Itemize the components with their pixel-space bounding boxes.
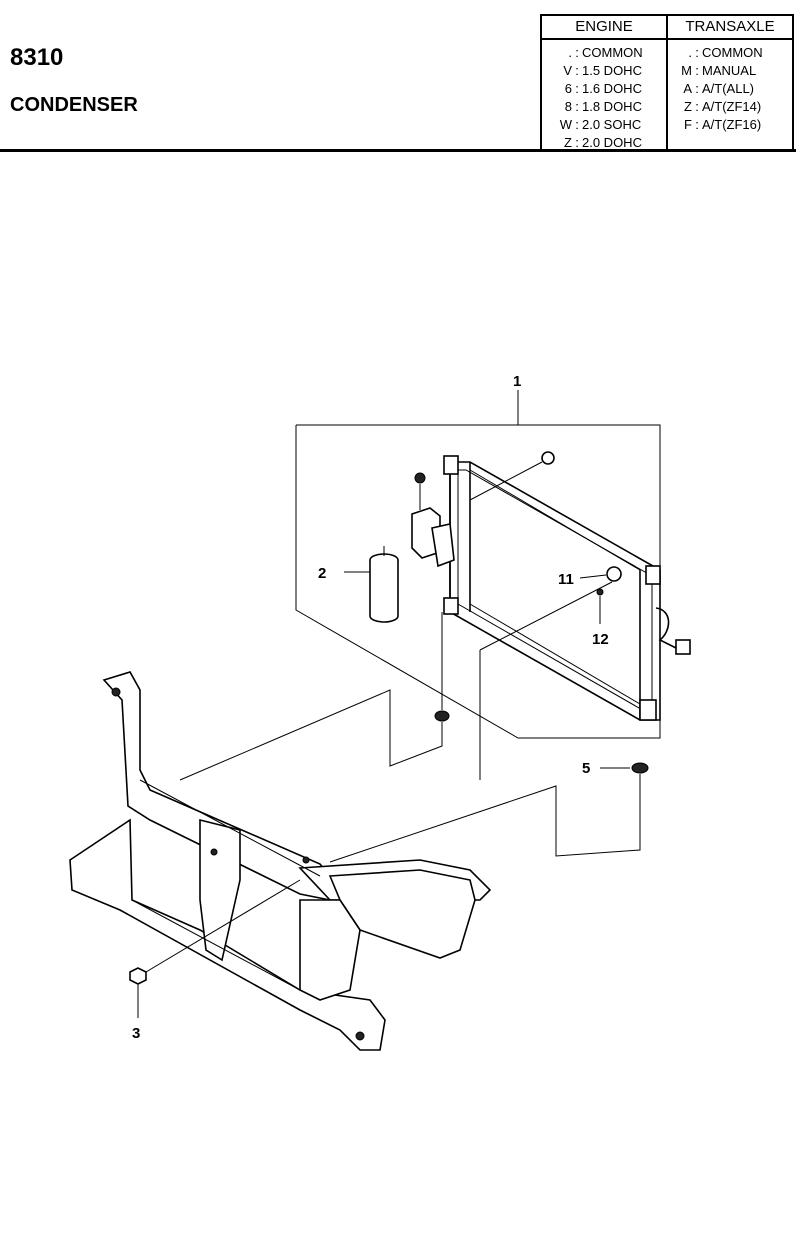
transaxle-row: F:A/T(ZF16) <box>684 117 762 132</box>
receiver-drier <box>344 546 399 623</box>
engine-row: V:1.5 DOHC <box>563 63 642 78</box>
callout-11: 11 <box>558 571 574 588</box>
page-header: 8310 CONDENSER ENGINE .:COMMON V:1.5 DOH… <box>0 0 796 152</box>
transaxle-row: Z:A/T(ZF14) <box>684 99 762 114</box>
callout-12: 12 <box>592 631 609 648</box>
callout-5: 5 <box>582 760 590 777</box>
mounting-nut <box>129 879 301 1018</box>
exploded-parts-diagram: 1 2 11 12 5 3 <box>69 373 691 1051</box>
engine-row: Z:2.0 DOHC <box>564 135 642 150</box>
engine-row: W:2.0 SOHC <box>559 117 642 132</box>
transaxle-row: M:MANUAL <box>681 63 757 78</box>
pipe-fitting <box>479 566 622 780</box>
section-title: CONDENSER <box>10 94 138 116</box>
callout-2: 2 <box>318 565 326 582</box>
engine-table-heading: ENGINE <box>542 16 666 40</box>
section-code: 8310 <box>10 44 64 71</box>
transaxle-table-heading: TRANSAXLE <box>668 16 792 40</box>
callout-3: 3 <box>132 1025 140 1042</box>
callout-1: 1 <box>513 373 521 390</box>
condenser-core <box>443 455 691 721</box>
condenser-bracket <box>411 472 455 568</box>
transaxle-row: A:A/T(ALL) <box>683 81 755 96</box>
engine-table: ENGINE .:COMMON V:1.5 DOHC 6:1.6 DOHC 8:… <box>540 14 668 152</box>
engine-row: .:COMMON <box>568 45 643 60</box>
engine-row: 8:1.8 DOHC <box>564 99 642 114</box>
mount-insulator-left <box>179 612 450 781</box>
mount-insulator-right <box>329 762 649 863</box>
top-bolt <box>469 451 555 501</box>
front-carrier <box>69 671 492 1051</box>
engine-row: 6:1.6 DOHC <box>564 81 642 96</box>
assembly-frame <box>295 390 661 739</box>
transaxle-row: .:COMMON <box>688 45 763 60</box>
transaxle-table: TRANSAXLE .:COMMON M:MANUAL A:A/T(ALL) Z… <box>668 14 794 152</box>
